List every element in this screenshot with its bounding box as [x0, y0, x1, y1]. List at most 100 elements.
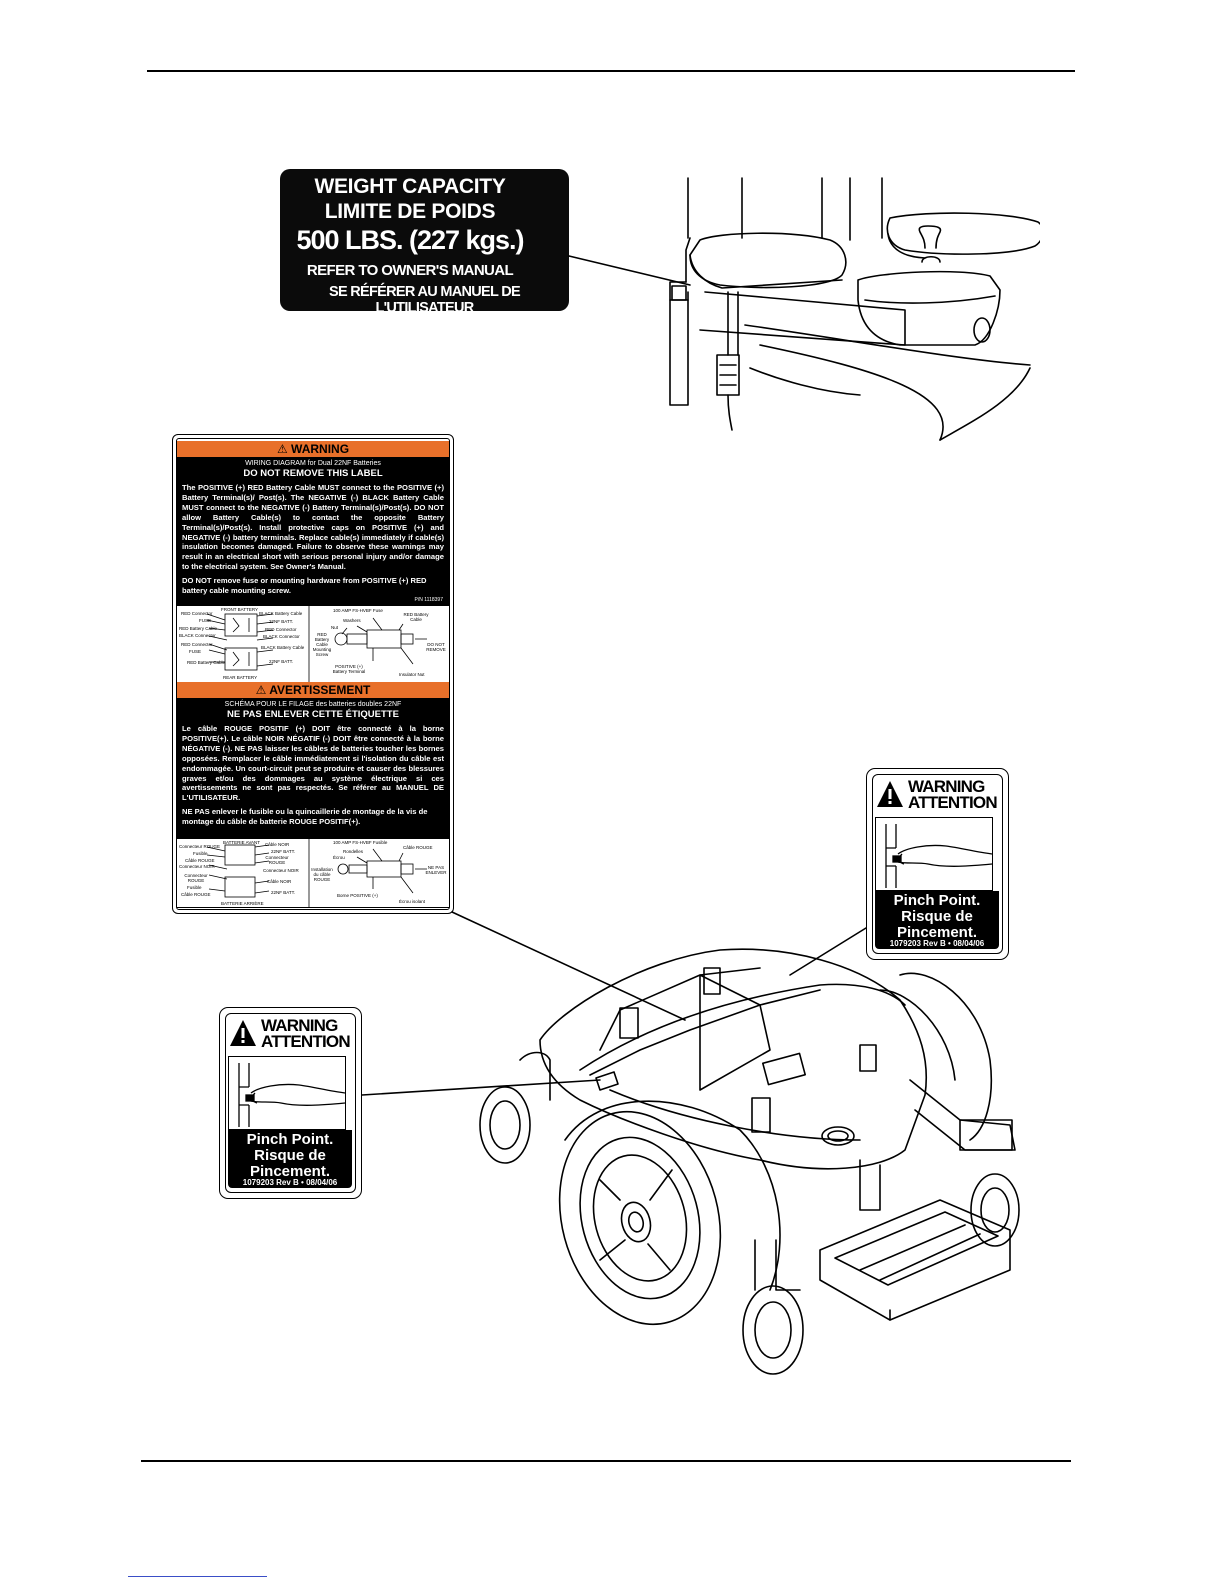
- front-battery-label: FRONT BATTERY: [221, 607, 259, 612]
- pinch-label-header: WARNING ATTENTION: [228, 1016, 352, 1052]
- weight-capacity-title: WEIGHT CAPACITY: [314, 175, 506, 198]
- hand-icon: [885, 824, 993, 888]
- fusible-label: Fusible: [193, 851, 208, 856]
- ecrou-label: Écrou: [333, 855, 345, 860]
- pinch-label-border: [872, 774, 1003, 954]
- red-battery-cable-label: RED Battery Cable: [403, 612, 429, 622]
- english-warning-text: The POSITIVE (+) RED Battery Cable MUST …: [182, 483, 444, 572]
- english-warning-block: WIRING DIAGRAM for Dual 22NF Batteries D…: [177, 457, 449, 605]
- warning-triangle-icon: [230, 1020, 256, 1046]
- black-battery-cable-label: BLACK Battery Cable: [261, 645, 305, 650]
- red-connector-label: RED Connector: [265, 627, 297, 632]
- pinch-hand-pictogram: [875, 817, 993, 891]
- pincement-text: Pincement.: [896, 924, 978, 941]
- refer-manual-en: REFER TO OWNER'S MANUAL: [306, 262, 514, 279]
- battery-wiring-warning-label: ⚠ WARNING WIRING DIAGRAM for Dual 22NF B…: [172, 434, 454, 914]
- ne-pas-enlever-part-label: NE PAS ENLEVER: [425, 865, 447, 875]
- cable-rouge-label: Câble ROUGE: [185, 858, 215, 863]
- 22nf-batt-label: 22NF BATT.: [271, 849, 296, 854]
- french-wiring-diagram: BATTERIE AVANT Connecteur ROUGE Fusible …: [177, 838, 449, 908]
- pinch-point-text: Pinch Point.: [893, 892, 981, 909]
- pinch-point-text: Pinch Point.: [246, 1131, 334, 1148]
- english-fuse-text: DO NOT remove fuse or mounting hardware …: [182, 576, 427, 596]
- pinch-point-label-left: WARNING ATTENTION Pinch Point. Risque de…: [219, 1007, 362, 1199]
- pinch-label-border: [225, 1013, 356, 1193]
- ne-pas-enlever-label: NE PAS ENLEVER CETTE ÉTIQUETTE: [227, 709, 399, 720]
- warning-title: WARNING: [291, 442, 350, 456]
- connecteur-noir-label: Connecteur NOIR: [263, 868, 299, 873]
- english-wiring-diagram-drawing: [206, 606, 427, 682]
- pinch-point-label-right: WARNING ATTENTION Pinch Point. Risque de…: [866, 768, 1009, 960]
- connecteur-rouge-label: Connecteur ROUGE: [179, 844, 221, 849]
- power-base-illustration: [361, 911, 1020, 1375]
- attention-text: ATTENTION: [261, 1032, 351, 1051]
- batterie-arriere-label: BATTERIE ARRIÈRE: [221, 901, 264, 906]
- batterie-avant-label: BATTERIE AVANT: [223, 840, 261, 845]
- nut-label: Nut: [331, 625, 339, 630]
- amp-fuse-label: 100 AMP FS-HVBF Fuse: [333, 608, 383, 613]
- hand-icon: [238, 1063, 346, 1127]
- pinch-part-number: 1079203 Rev B • 08/04/06: [889, 939, 985, 948]
- avertissement-banner: ⚠ AVERTISSEMENT: [177, 682, 449, 698]
- 22nf-batt-label: 22NF BATT.: [269, 619, 294, 624]
- warning-triangle-icon: ⚠: [255, 683, 267, 697]
- connecteur-noir-label: Connecteur NOIR: [179, 864, 215, 869]
- french-warning-text: Le câble ROUGE POSITIF (+) DOIT être con…: [182, 724, 444, 803]
- limite-de-poids-title: LIMITE DE POIDS: [324, 200, 496, 223]
- pinch-point-text-block: Pinch Point. Risque de Pincement. 107920…: [875, 891, 999, 949]
- fuse-label: FUSE: [199, 618, 212, 623]
- schema-title: SCHÉMA POUR LE FILAGE des batteries doub…: [224, 701, 402, 708]
- french-warning-block: SCHÉMA POUR LE FILAGE des batteries doub…: [177, 698, 449, 838]
- attention-text: ATTENTION: [908, 793, 998, 812]
- warning-triangle-icon: ⚠: [276, 442, 288, 456]
- red-battery-cable-label: RED Battery Cable: [179, 626, 218, 631]
- weight-value: 500 LBS. (227 kgs.): [296, 225, 524, 255]
- footer-rule: [141, 1460, 1071, 1462]
- wiring-diagram-title: WIRING DIAGRAM for Dual 22NF Batteries: [245, 460, 381, 467]
- french-wiring-diagram-drawing: [206, 839, 427, 907]
- pinch-point-text-block: Pinch Point. Risque de Pincement. 107920…: [228, 1130, 352, 1188]
- weight-capacity-label: WEIGHT CAPACITY LIMITE DE POIDS 500 LBS.…: [280, 169, 583, 316]
- do-not-remove-label: DO NOT REMOVE THIS LABEL: [243, 468, 383, 479]
- black-battery-cable-label: BLACK Battery Cable: [259, 611, 303, 616]
- header-rule: [147, 70, 1075, 72]
- connecteur-rouge-label: Connecteur ROUGE: [265, 855, 289, 865]
- pinch-hand-pictogram: [228, 1056, 346, 1130]
- footer-link-underline[interactable]: [128, 1576, 267, 1577]
- rear-battery-label: REAR BATTERY: [223, 675, 258, 680]
- warning-triangle-icon: [877, 781, 903, 807]
- risque-de-text: Risque de: [254, 1147, 326, 1164]
- cable-rouge-label: Câble ROUGE: [403, 845, 433, 850]
- connecteur-rouge-label: Connecteur ROUGE: [184, 873, 208, 883]
- do-not-remove-part-label: DO NOT REMOVE: [426, 642, 446, 652]
- french-fuse-text: NE PAS enlever le fusible ou la quincail…: [182, 807, 428, 827]
- installation-label: Installation du câble ROUGE: [311, 867, 333, 882]
- warning-text: WARNING: [261, 1016, 338, 1035]
- avertissement-title: AVERTISSEMENT: [269, 683, 371, 697]
- 22nf-batt-label: 22NF BATT.: [271, 890, 296, 895]
- risque-de-text: Risque de: [901, 908, 973, 925]
- fuse-label: FUSE: [189, 649, 202, 654]
- fusible-label: Fusible: [187, 885, 202, 890]
- borne-positive-label: Borne POSITIVE (+): [337, 893, 378, 898]
- red-connector-label: RED Connector: [181, 642, 213, 647]
- washers-label: Washers: [343, 618, 361, 623]
- cable-noir-label: Câble NOIR: [267, 879, 292, 884]
- mounting-screw-label: RED Battery Cable Mounting Screw: [312, 632, 332, 657]
- black-connector-label: BLACK Connector: [263, 634, 300, 639]
- red-connector-label: RED Connector: [181, 611, 213, 616]
- seat-armrest-illustration: [568, 177, 1040, 441]
- english-wiring-diagram: FRONT BATTERY RED Connector FUSE RED Bat…: [177, 605, 449, 683]
- cable-noir-label: Câble NOIR: [265, 842, 290, 847]
- insulator-nut-label: Insulator Nut: [399, 672, 425, 677]
- cable-rouge-label: Câble ROUGE: [181, 892, 211, 897]
- ecrou-isolant-label: Écrou isolant: [399, 899, 426, 904]
- black-connector-label: BLACK Connector: [179, 633, 216, 638]
- pinch-part-number: 1079203 Rev B • 08/04/06: [242, 1178, 338, 1187]
- warning-text: WARNING: [908, 777, 985, 796]
- positive-terminal-label: POSITIVE (+) Battery Terminal: [332, 664, 366, 674]
- red-battery-cable-label: RED Battery Cable: [187, 660, 226, 665]
- pincement-text: Pincement.: [249, 1163, 331, 1180]
- pinch-label-header: WARNING ATTENTION: [875, 777, 999, 813]
- 22nf-batt-label: 22NF BATT.: [269, 659, 294, 664]
